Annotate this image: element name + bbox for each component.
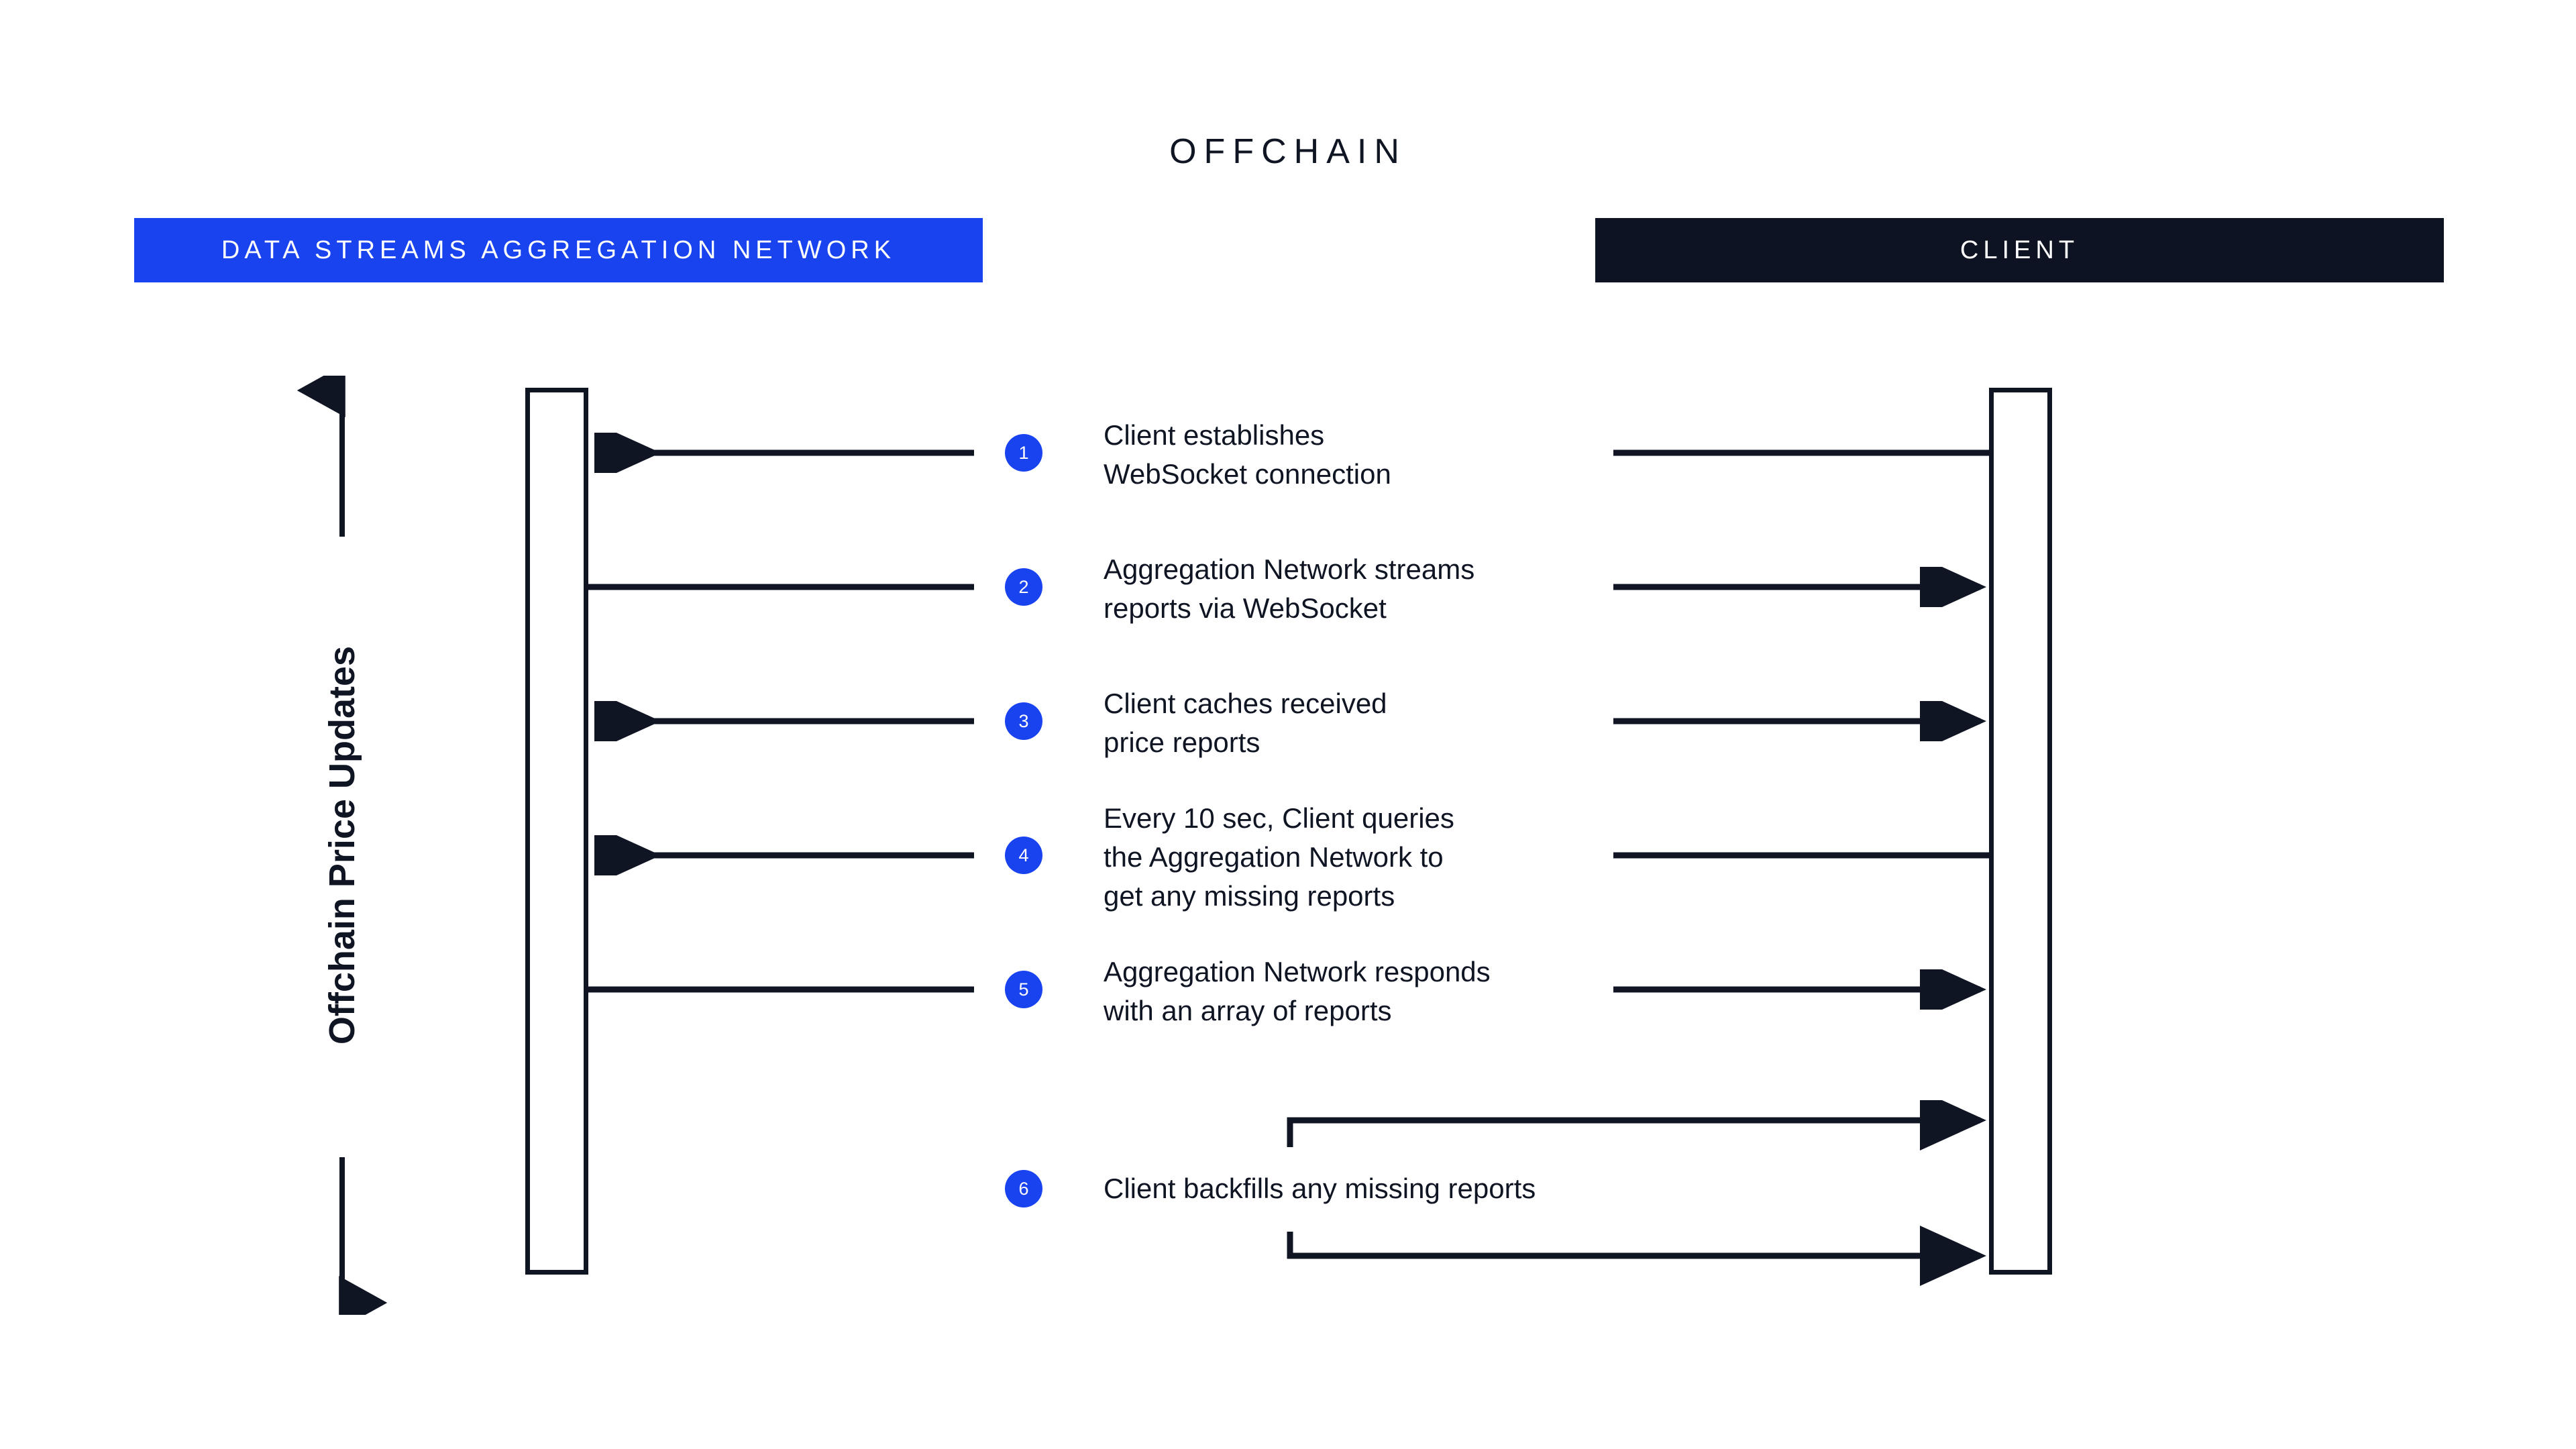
message-row-5: 5 Aggregation Network responds with an a… <box>0 956 2576 1026</box>
step-text-6: Client backfills any missing reports <box>1104 1173 1536 1204</box>
message-row-4: 4 Every 10 sec, Client queries the Aggre… <box>0 802 2576 912</box>
step-text-2: Aggregation Network streams reports via … <box>1104 553 1475 624</box>
message-row-2: 2 Aggregation Network streams reports vi… <box>0 553 2576 624</box>
step-number-1: 1 <box>1018 442 1029 463</box>
message-arrow-3 <box>594 701 1986 741</box>
step-text-4: Every 10 sec, Client queries the Aggrega… <box>1104 802 1454 912</box>
step-badge-2: 2 <box>1005 568 1042 606</box>
message-row-1: 1 Client establishes WebSocket connectio… <box>0 419 2576 490</box>
message-self-loop-6 <box>1287 1100 1986 1286</box>
message-row-3: 3 Client caches received price reports <box>0 688 2576 758</box>
step-text-3: Client caches received price reports <box>1104 688 1387 758</box>
step-badge-6: 6 <box>1005 1170 1042 1208</box>
step-text-1: Client establishes WebSocket connection <box>1104 419 1391 490</box>
lifeline-aggregation-network <box>525 388 588 1275</box>
step-number-2: 2 <box>1018 576 1029 597</box>
lane-header-client: CLIENT <box>1595 218 2444 282</box>
step-badge-1: 1 <box>1005 434 1042 472</box>
offchain-price-updates-axis: Offchain Price Updates <box>282 376 402 1315</box>
axis-double-arrow-icon <box>297 376 388 1315</box>
message-arrow-2 <box>588 567 1986 607</box>
step-badge-3: 3 <box>1005 702 1042 740</box>
step-number-5: 5 <box>1018 979 1029 1000</box>
lane-header-aggregation-network: DATA STREAMS AGGREGATION NETWORK <box>134 218 983 282</box>
step-badge-4: 4 <box>1005 837 1042 874</box>
step-number-6: 6 <box>1018 1178 1029 1199</box>
page-title: OFFCHAIN <box>1169 132 1407 171</box>
lane-header-aggregation-label: DATA STREAMS AGGREGATION NETWORK <box>221 235 896 264</box>
step-number-4: 4 <box>1018 845 1029 865</box>
message-arrow-1 <box>594 433 1989 473</box>
message-arrow-5 <box>588 969 1986 1010</box>
message-arrow-4 <box>594 835 1989 875</box>
step-text-5: Aggregation Network responds with an arr… <box>1104 956 1491 1026</box>
step-number-3: 3 <box>1018 710 1029 731</box>
message-row-6: 6 Client backfills any missing reports <box>0 1100 2576 1295</box>
lane-header-client-label: CLIENT <box>1960 235 2080 264</box>
lifeline-client <box>1989 388 2052 1275</box>
step-badge-5: 5 <box>1005 971 1042 1008</box>
